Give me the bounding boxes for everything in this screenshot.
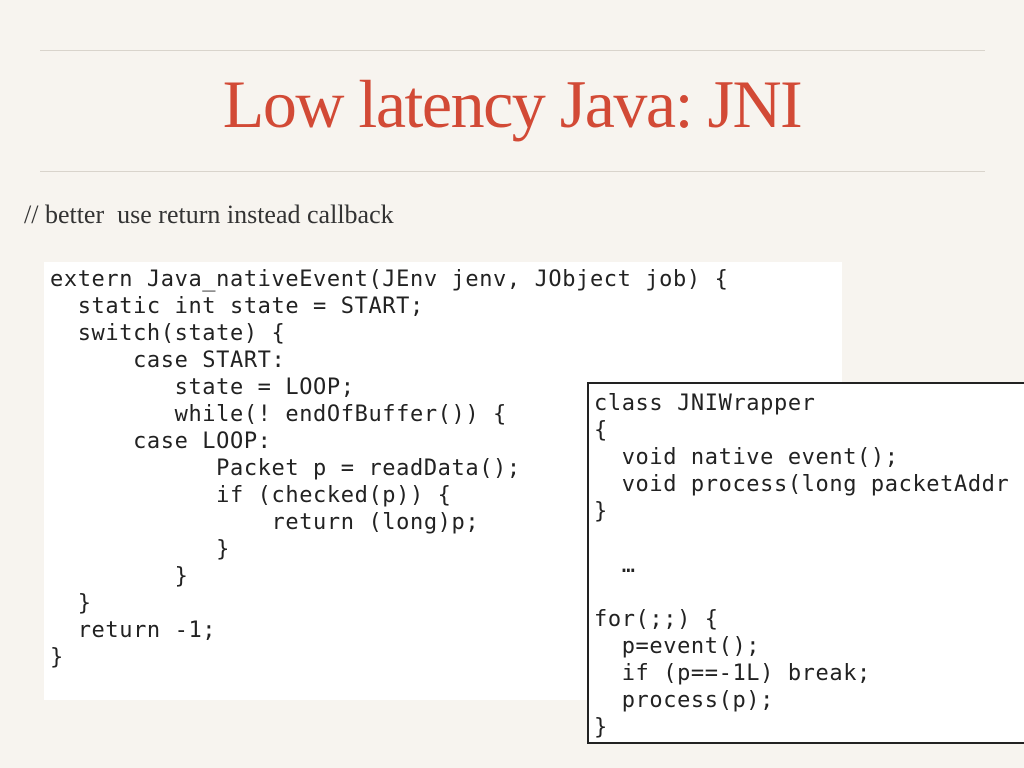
slide-comment: // better use return instead callback	[24, 200, 394, 229]
java-code-block: class JNIWrapper { void native event(); …	[594, 391, 1010, 740]
title-divider	[40, 171, 985, 172]
top-divider	[40, 50, 985, 51]
java-code-panel: class JNIWrapper { void native event(); …	[587, 382, 1024, 744]
native-code-block: extern Java_nativeEvent(JEnv jenv, JObje…	[50, 267, 729, 670]
slide-title: Low latency Java: JNI	[222, 66, 803, 142]
